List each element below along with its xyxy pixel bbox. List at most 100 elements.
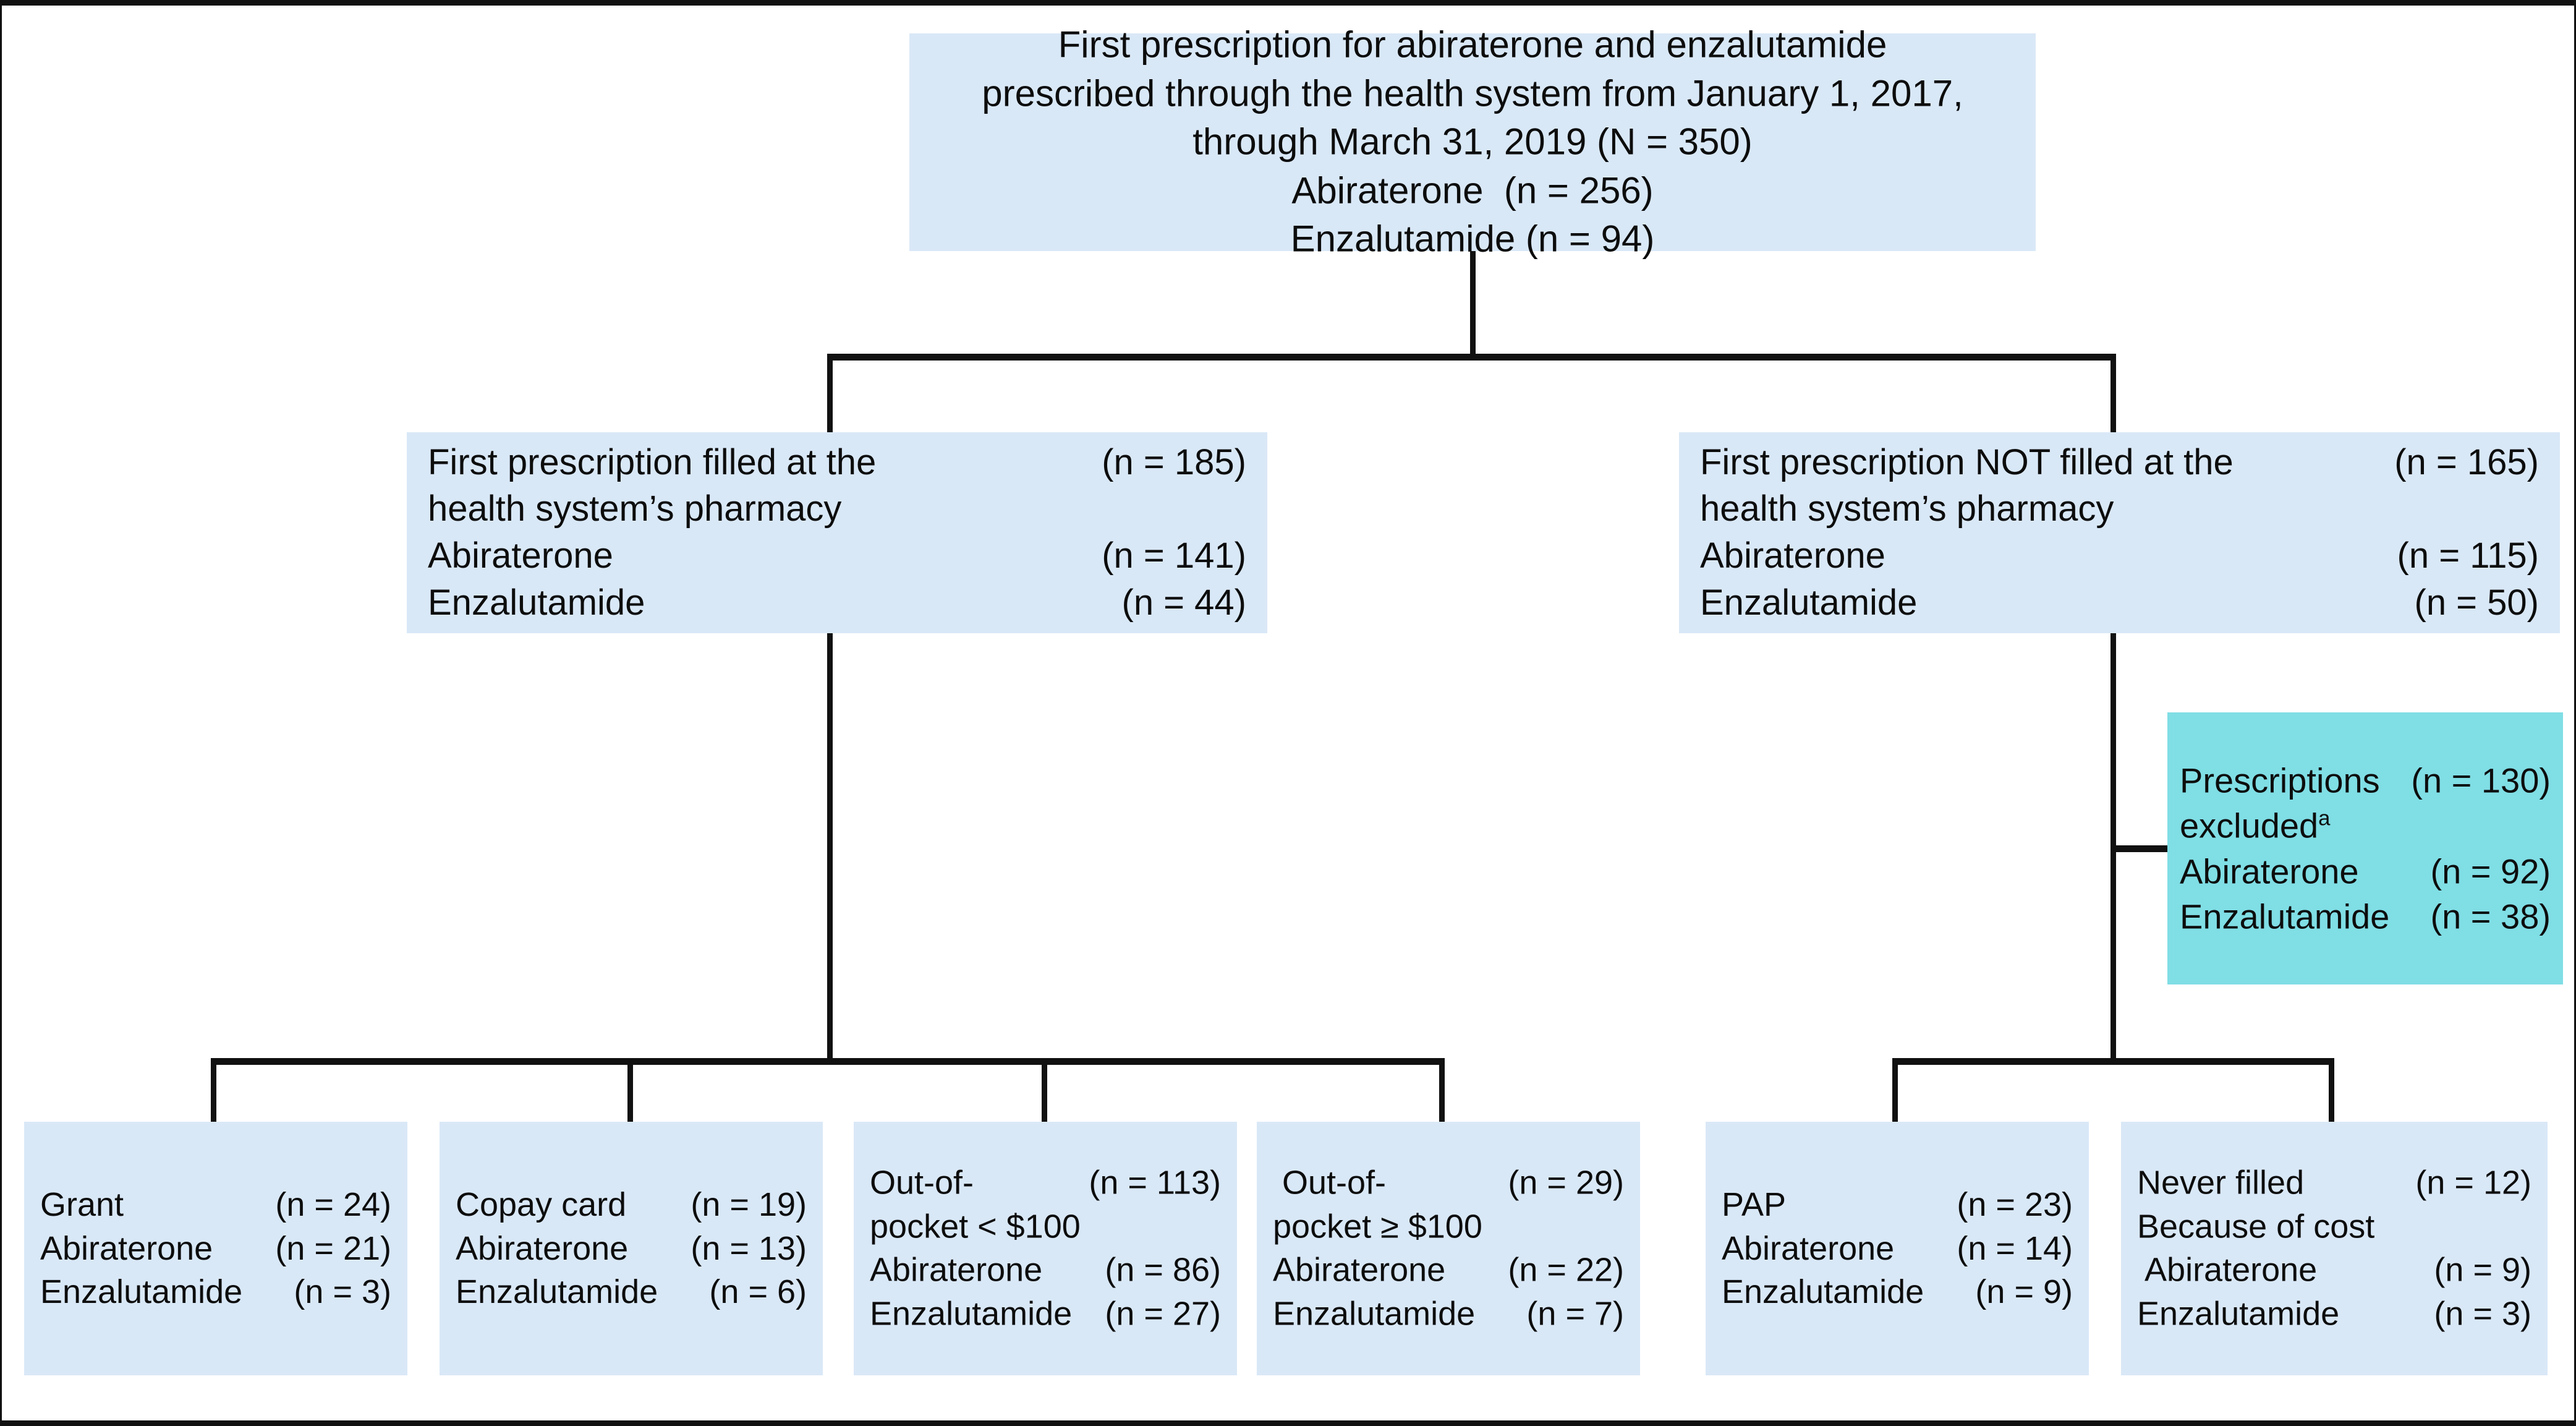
excluded-row-2-label: excludeda (2180, 803, 2330, 848)
copay-row-2-label: Abiraterone (456, 1229, 629, 1267)
filled-row-1-label: First prescription filled at the (428, 442, 877, 482)
grant-row-3: Enzalutamide (n = 3) (40, 1270, 391, 1314)
connector-to-excluded (2111, 845, 2172, 852)
excluded-row-1-label: Prescriptions (2180, 761, 2380, 800)
never-row-1: Never filled (n = 12) (2137, 1161, 2531, 1205)
oop-low-row-3: Abiraterone (n = 86) (870, 1249, 1221, 1292)
node-root-cohort: First prescription for abiraterone and e… (909, 24, 2036, 260)
pap-row-2-count: (n = 14) (1957, 1229, 2073, 1267)
copay-row-3-count: (n = 6) (709, 1273, 807, 1311)
not-filled-row-2-label: health system’s pharmacy (1700, 489, 2114, 529)
connector-to-pap (1892, 1058, 1898, 1125)
grant-row-2: Abiraterone (n = 21) (40, 1227, 391, 1271)
root-line-3: through March 31, 2019 (N = 350) (1192, 121, 1753, 163)
not-filled-row-4: Enzalutamide (n = 50) (1700, 579, 2539, 626)
connector-to-grant (211, 1058, 216, 1125)
node-pap-text: PAP (n = 23) Abiraterone (n = 14) Enzalu… (1706, 1183, 2089, 1314)
oop-high-row-2-label: pocket ≥ $100 (1273, 1208, 1482, 1245)
connector-to-not-filled (2111, 354, 2116, 434)
node-grant-text: Grant (n = 24) Abiraterone (n = 21) Enza… (24, 1183, 407, 1314)
copay-row-1: Copay card (n = 19) (456, 1183, 807, 1227)
connector-to-never-filled (2329, 1058, 2334, 1125)
node-out-of-pocket-over-100: Out-of- (n = 29) pocket ≥ $100 Abiratero… (1257, 1122, 1640, 1375)
oop-low-row-1-label: Out-of- (870, 1164, 974, 1202)
excluded-row-4-label: Enzalutamide (2180, 897, 2390, 936)
root-line-2: prescribed through the health system fro… (982, 72, 1963, 114)
oop-low-row-4: Enzalutamide (n = 27) (870, 1292, 1221, 1336)
pap-row-3: Enzalutamide (n = 9) (1722, 1270, 2073, 1314)
pap-row-3-count: (n = 9) (1975, 1273, 2073, 1311)
never-row-2: Because of cost (2137, 1205, 2531, 1249)
not-filled-row-1-label: First prescription NOT filled at the (1700, 442, 2234, 482)
filled-row-3: Abiraterone (n = 141) (428, 533, 1246, 580)
not-filled-row-1: First prescription NOT filled at the (n … (1700, 439, 2539, 486)
never-row-2-label: Because of cost (2137, 1208, 2375, 1245)
not-filled-row-2: health system’s pharmacy (1700, 486, 2539, 533)
filled-row-2: health system’s pharmacy (428, 486, 1246, 533)
oop-low-row-1-count: (n = 113) (1089, 1164, 1221, 1202)
excluded-row-3-label: Abiraterone (2180, 852, 2359, 890)
node-oop-high-text: Out-of- (n = 29) pocket ≥ $100 Abiratero… (1257, 1161, 1640, 1336)
node-never-filled: Never filled (n = 12) Because of cost Ab… (2121, 1122, 2548, 1375)
pap-row-1: PAP (n = 23) (1722, 1183, 2073, 1227)
filled-row-2-label: health system’s pharmacy (428, 489, 842, 529)
filled-row-3-label: Abiraterone (428, 536, 613, 576)
excluded-row-3: Abiraterone (n = 92) (2180, 848, 2551, 894)
pap-row-1-count: (n = 23) (1957, 1185, 2073, 1223)
grant-row-3-label: Enzalutamide (40, 1273, 243, 1311)
never-row-3-label: Abiraterone (2137, 1252, 2318, 1289)
root-line-5: Enzalutamide (n = 94) (1290, 218, 1655, 260)
filled-row-4: Enzalutamide (n = 44) (428, 579, 1246, 626)
connector-right-bottom-bar (1892, 1058, 2334, 1065)
never-row-1-label: Never filled (2137, 1164, 2305, 1202)
connector-to-oop-high (1439, 1058, 1445, 1125)
never-row-4-count: (n = 3) (2434, 1295, 2531, 1333)
not-filled-row-4-count: (n = 50) (2414, 583, 2540, 623)
oop-high-row-3-count: (n = 22) (1508, 1252, 1624, 1289)
filled-row-4-label: Enzalutamide (428, 583, 645, 623)
copay-row-2: Abiraterone (n = 13) (456, 1227, 807, 1271)
never-row-1-count: (n = 12) (2415, 1164, 2531, 1202)
oop-high-row-1-label: Out-of- (1273, 1164, 1387, 1202)
grant-row-1: Grant (n = 24) (40, 1183, 391, 1227)
oop-low-row-4-count: (n = 27) (1105, 1295, 1221, 1333)
pap-row-3-label: Enzalutamide (1722, 1273, 1924, 1311)
excluded-row-4: Enzalutamide (n = 38) (2180, 894, 2551, 939)
never-row-3: Abiraterone (n = 9) (2137, 1249, 2531, 1292)
not-filled-row-3-label: Abiraterone (1700, 536, 1885, 576)
oop-low-row-2: pocket < $100 (870, 1205, 1221, 1249)
oop-high-row-3-label: Abiraterone (1273, 1252, 1446, 1289)
oop-high-row-2: pocket ≥ $100 (1273, 1205, 1624, 1249)
not-filled-row-3-count: (n = 115) (2397, 536, 2539, 576)
node-pap: PAP (n = 23) Abiraterone (n = 14) Enzalu… (1706, 1122, 2089, 1375)
node-out-of-pocket-under-100: Out-of- (n = 113) pocket < $100 Abirater… (854, 1122, 1237, 1375)
grant-row-1-label: Grant (40, 1185, 124, 1223)
oop-high-row-1-count: (n = 29) (1508, 1164, 1624, 1202)
excluded-row-2-text: excluded (2180, 806, 2319, 845)
excluded-row-1: Prescriptions (n = 130) (2180, 758, 2551, 803)
connector-left-bottom-bar (211, 1058, 1445, 1065)
not-filled-row-1-count: (n = 165) (2394, 442, 2539, 482)
excluded-row-4-count: (n = 38) (2430, 897, 2551, 936)
not-filled-row-4-label: Enzalutamide (1700, 583, 1918, 623)
copay-row-1-count: (n = 19) (691, 1185, 807, 1223)
excluded-row-3-count: (n = 92) (2430, 852, 2551, 890)
footnote-marker-a: a (2318, 806, 2331, 830)
oop-low-row-4-label: Enzalutamide (870, 1295, 1073, 1333)
grant-row-3-count: (n = 3) (294, 1273, 391, 1311)
never-row-4-label: Enzalutamide (2137, 1295, 2340, 1333)
pap-row-2: Abiraterone (n = 14) (1722, 1227, 2073, 1271)
copay-row-3: Enzalutamide (n = 6) (456, 1270, 807, 1314)
connector-level1-bar (827, 354, 2116, 361)
oop-high-row-1: Out-of- (n = 29) (1273, 1161, 1624, 1205)
grant-row-2-label: Abiraterone (40, 1229, 213, 1267)
never-row-3-count: (n = 9) (2434, 1252, 2531, 1289)
node-grant: Grant (n = 24) Abiraterone (n = 21) Enza… (24, 1122, 407, 1375)
node-copay-text: Copay card (n = 19) Abiraterone (n = 13)… (440, 1183, 823, 1314)
pap-row-2-label: Abiraterone (1722, 1229, 1895, 1267)
excluded-row-2: excludeda (2180, 803, 2551, 848)
node-not-filled-text: First prescription NOT filled at the (n … (1679, 439, 2560, 627)
not-filled-row-3: Abiraterone (n = 115) (1700, 533, 2539, 580)
grant-row-2-count: (n = 21) (275, 1229, 391, 1267)
